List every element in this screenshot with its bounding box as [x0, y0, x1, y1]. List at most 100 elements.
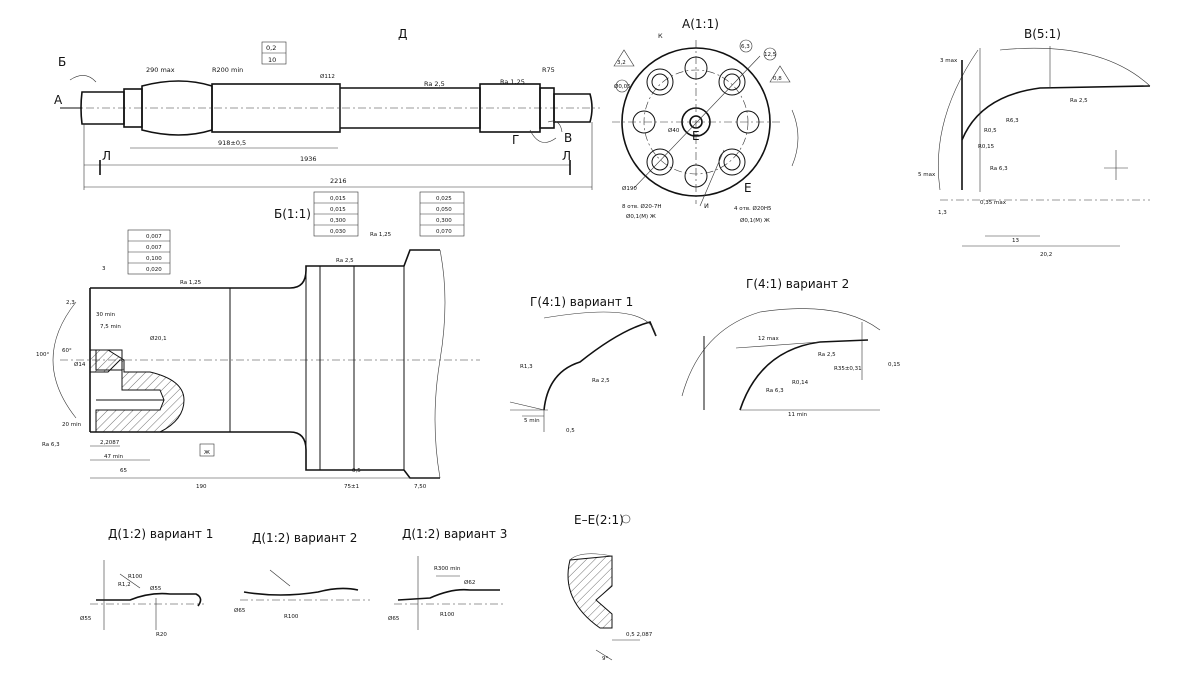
d3-dim-d62: Ø62: [464, 579, 475, 586]
d2-dim-d65: Ø65: [234, 607, 246, 614]
ee-dim-9deg: 9°: [602, 656, 608, 662]
g2-dim-ra25: Ra 2,5: [818, 352, 836, 358]
b-dim-ra125-a: Ra 1,25: [180, 280, 202, 286]
b-tol-right-3: 0,300: [436, 218, 452, 224]
a-mark-k: К: [658, 32, 663, 40]
a-label-pos1: Ø0,1(М) Ж: [626, 213, 656, 220]
b-dim-3: 3: [102, 266, 106, 272]
v-view-title: В(5:1): [1024, 27, 1061, 41]
d3-dim-r300: R300 min: [434, 566, 461, 572]
mark-l-right: Л: [562, 149, 571, 163]
g1-view: [509, 311, 657, 432]
v-dim-ra63: Ra 6,3: [990, 166, 1008, 172]
d1-title: Д(1:2) вариант 1: [108, 527, 213, 541]
mark-b: Б: [58, 55, 66, 69]
b-tol-left-3: 0,100: [146, 256, 162, 262]
b-dim-ra63: Ra 6,3: [42, 442, 60, 448]
b-dim-ra25: Ra 2,5: [336, 258, 354, 264]
b-dim-75: 75±1: [344, 484, 359, 490]
b-dim-190: 190: [196, 484, 207, 490]
d1-view: [90, 560, 204, 630]
v-dim-r63: R6,3: [1006, 118, 1019, 124]
d1-dim-r12: R1,2: [118, 582, 131, 588]
g1-dim-ra25: Ra 2,5: [592, 378, 610, 384]
b-dim-47min: 47 min: [104, 454, 124, 460]
b-tol-right-4: 0,070: [436, 229, 452, 235]
a-label-pos2: Ø0,1(М) Ж: [740, 217, 770, 224]
a-rough-08: 0,8: [773, 76, 782, 82]
b-dim-20min: 20 min: [62, 422, 82, 428]
b-view-title: Б(1:1): [274, 207, 311, 221]
dim-tol-10: 10: [268, 56, 276, 64]
b-tol-mid-2: 0,015: [330, 207, 346, 213]
b-tol-left-1: 0,007: [146, 234, 162, 240]
mark-a: А: [54, 93, 63, 107]
v-dim-r05: R0,5: [984, 128, 997, 134]
g2-dim-ra63: Ra 6,3: [766, 388, 784, 394]
d1-dim-r20: R20: [156, 632, 167, 638]
v-dim-ra25: Ra 2,5: [1070, 98, 1088, 104]
g2-dim-015: 0,15: [888, 362, 901, 368]
b-dim-d14: Ø14: [74, 361, 86, 368]
g1-dim-r13: R1,3: [520, 364, 533, 370]
d3-title: Д(1:2) вариант 3: [402, 527, 507, 541]
dim-290: 290 max: [146, 66, 175, 74]
b-dim-22087: 2,2087: [100, 440, 120, 446]
d3-view: [394, 556, 506, 630]
dim-tol-02: 0,2: [266, 44, 276, 52]
d2-dim-r100: R100: [284, 614, 299, 620]
g2-dim-12max: 12 max: [758, 336, 779, 342]
v-dim-13-small: 1,3: [938, 210, 947, 216]
d3-dim-r100: R100: [440, 612, 455, 618]
g1-title: Г(4:1) вариант 1: [530, 295, 633, 309]
v-dim-202: 20,2: [1040, 252, 1052, 258]
a-label-d190: Ø190: [622, 185, 637, 192]
a-rough-63: 6,3: [741, 44, 750, 50]
a-mark-e1: Е: [692, 129, 700, 143]
a-view-title: А(1:1): [682, 17, 719, 31]
b-dim-60deg: 60°: [62, 348, 72, 354]
d1-dim-d55a: Ø55: [80, 615, 92, 622]
g2-dim-11min: 11 min: [788, 412, 808, 418]
a-rough-125: 12,5: [764, 52, 777, 58]
b-dim-23: 2,3: [66, 300, 75, 306]
b-tol-right-2: 0,050: [436, 207, 452, 213]
dim-ra125: Ra 1,25: [500, 78, 525, 86]
main-shaft-view: [60, 41, 600, 190]
a-view: [612, 39, 799, 207]
b-dim-100deg: 100°: [36, 352, 49, 358]
b-tol-left-2: 0,007: [146, 245, 162, 251]
b-dim-750: 7,50: [414, 484, 427, 490]
v-dim-r015: R0,15: [978, 144, 995, 150]
mark-v: В: [564, 131, 572, 145]
d1-dim-d55b: Ø55: [150, 585, 162, 592]
d2-view: [240, 569, 370, 601]
b-dim-d201: Ø20,1: [150, 335, 167, 342]
a-mark-i: И: [704, 202, 709, 210]
b-ref-zh: Ж: [204, 450, 210, 456]
b-dim-05: 0,5: [352, 468, 361, 474]
g1-dim-05: 0,5: [566, 428, 575, 434]
v-view: [937, 46, 1151, 247]
b-tol-right-1: 0,025: [436, 196, 452, 202]
b-dim-30min: 30 min: [96, 312, 116, 318]
a-label-d40: Ø40: [668, 127, 680, 134]
mark-g: Г: [512, 133, 519, 147]
g2-title: Г(4:1) вариант 2: [746, 277, 849, 291]
dim-r75: R75: [542, 66, 555, 74]
a-label-4holes: 4 отв. Ø20Н5: [734, 205, 772, 212]
b-dim-75min: 7,5 min: [100, 324, 121, 330]
dim-1936: 1936: [300, 155, 317, 163]
a-label-8holes: 8 отв. Ø20-7Н: [622, 203, 662, 210]
b-tol-mid-4: 0,030: [330, 229, 346, 235]
ee-view: [567, 514, 640, 661]
ee-dim-05: 0,5 2,087: [626, 632, 653, 638]
g2-view: [681, 308, 881, 411]
b-view: [52, 191, 480, 479]
b-dim-ra125-b: Ra 1,25: [370, 232, 392, 238]
mark-l-left: Л: [102, 149, 111, 163]
b-tol-mid-3: 0,300: [330, 218, 346, 224]
v-dim-5max: 5 max: [918, 172, 936, 178]
d1-dim-r100: R100: [128, 574, 143, 580]
